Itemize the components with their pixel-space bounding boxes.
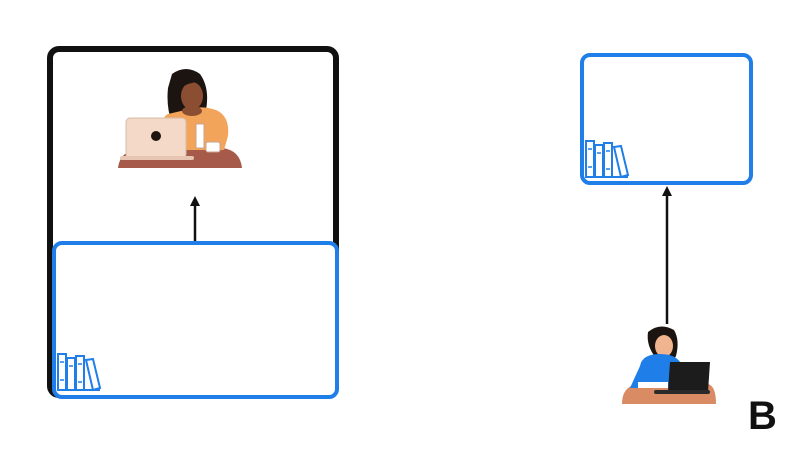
- books-icon: [585, 140, 630, 179]
- upward-arrow-right: [662, 186, 672, 324]
- books-icon: [57, 353, 102, 392]
- inner-blue-box: [52, 241, 339, 399]
- woman-at-laptop-illustration: [118, 69, 242, 168]
- panel-label: B: [748, 394, 777, 438]
- woman-writing-at-laptop-illustration: [622, 326, 716, 404]
- right-blue-box: [580, 53, 753, 185]
